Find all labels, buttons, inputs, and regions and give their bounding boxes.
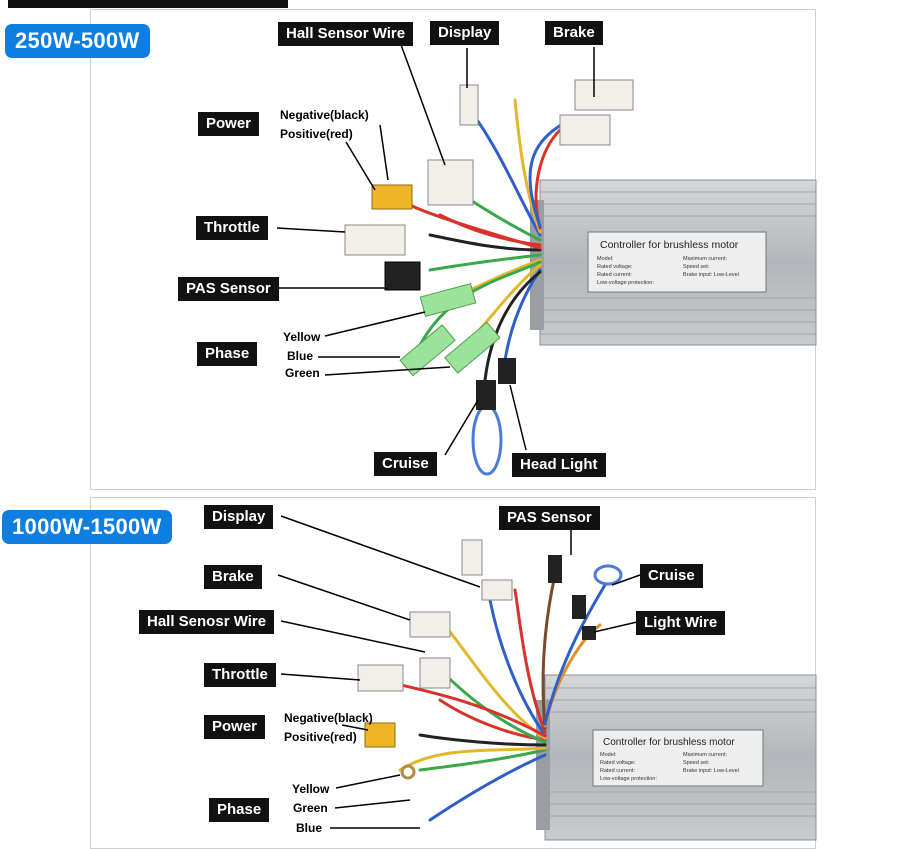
svg-text:Model:: Model:	[597, 256, 614, 262]
text-green-bottom: Green	[293, 801, 328, 815]
label-throttle-bottom: Throttle	[204, 663, 276, 687]
connectors-top	[344, 79, 634, 410]
wattage-badge-250-500: 250W-500W	[5, 24, 150, 58]
svg-text:Brake input: Low-Level: Brake input: Low-Level	[683, 768, 739, 774]
text-blue-bottom: Blue	[296, 821, 323, 835]
label-brake-bottom: Brake	[204, 565, 262, 589]
text-yellow: Yellow	[283, 330, 321, 344]
label-head-light: Head Light	[512, 453, 606, 477]
label-hall-sensor-wire-bottom: Hall Senosr Wire	[139, 610, 275, 634]
svg-text:Rated voltage:: Rated voltage:	[597, 264, 633, 270]
wattage-badge-1000-1500: 1000W-1500W	[2, 510, 172, 544]
controller-body-bottom	[536, 674, 817, 841]
svg-text:Speed set:: Speed set:	[683, 264, 710, 270]
svg-text:Low-voltage protection:: Low-voltage protection:	[597, 280, 654, 286]
label-pas-sensor: PAS Sensor	[178, 277, 279, 301]
label-phase-bottom: Phase	[209, 798, 270, 822]
label-display-bottom: Display	[204, 505, 274, 529]
text-blue: Blue	[287, 349, 314, 363]
svg-text:Rated voltage:: Rated voltage:	[600, 760, 636, 766]
svg-text:Speed set:: Speed set:	[683, 760, 710, 766]
label-hall-sensor-wire: Hall Sensor Wire	[278, 22, 414, 46]
label-display: Display	[430, 21, 500, 45]
text-positive-red: Positive(red)	[280, 127, 353, 141]
label-phase: Phase	[197, 342, 258, 366]
svg-text:Rated current:: Rated current:	[597, 272, 632, 278]
text-negative-black-bottom: Negative(black)	[284, 711, 373, 725]
label-pas-sensor-bottom: PAS Sensor	[499, 506, 600, 530]
pointer-lines-top	[276, 41, 595, 456]
label-throttle: Throttle	[196, 216, 268, 240]
svg-text:Rated current:: Rated current:	[600, 768, 635, 774]
text-green: Green	[285, 366, 320, 380]
controller-title-bottom: Controller for brushless motor	[603, 737, 735, 748]
label-power: Power	[198, 112, 260, 136]
pointer-lines-bottom	[277, 515, 641, 829]
label-cruise-bottom: Cruise	[640, 564, 703, 588]
svg-text:Model:: Model:	[600, 752, 617, 758]
label-brake: Brake	[545, 21, 603, 45]
text-positive-red-bottom: Positive(red)	[284, 730, 357, 744]
label-power-bottom: Power	[204, 715, 266, 739]
text-yellow-bottom: Yellow	[292, 782, 330, 796]
svg-text:Low-voltage protection:: Low-voltage protection:	[600, 776, 657, 782]
top-banner-strip	[8, 0, 288, 8]
wire-bundle-bottom	[378, 573, 607, 822]
connectors-bottom	[357, 539, 596, 780]
controller-body-top	[530, 179, 817, 346]
controller-title-top: Controller for brushless motor	[600, 239, 739, 251]
label-light-wire: Light Wire	[636, 611, 726, 635]
svg-text:Maximum current:: Maximum current:	[683, 256, 727, 262]
svg-text:Brake input: Low-Level: Brake input: Low-Level	[683, 272, 739, 278]
label-cruise: Cruise	[374, 452, 437, 476]
text-negative-black: Negative(black)	[280, 108, 369, 122]
svg-text:Maximum current:: Maximum current:	[683, 752, 727, 758]
